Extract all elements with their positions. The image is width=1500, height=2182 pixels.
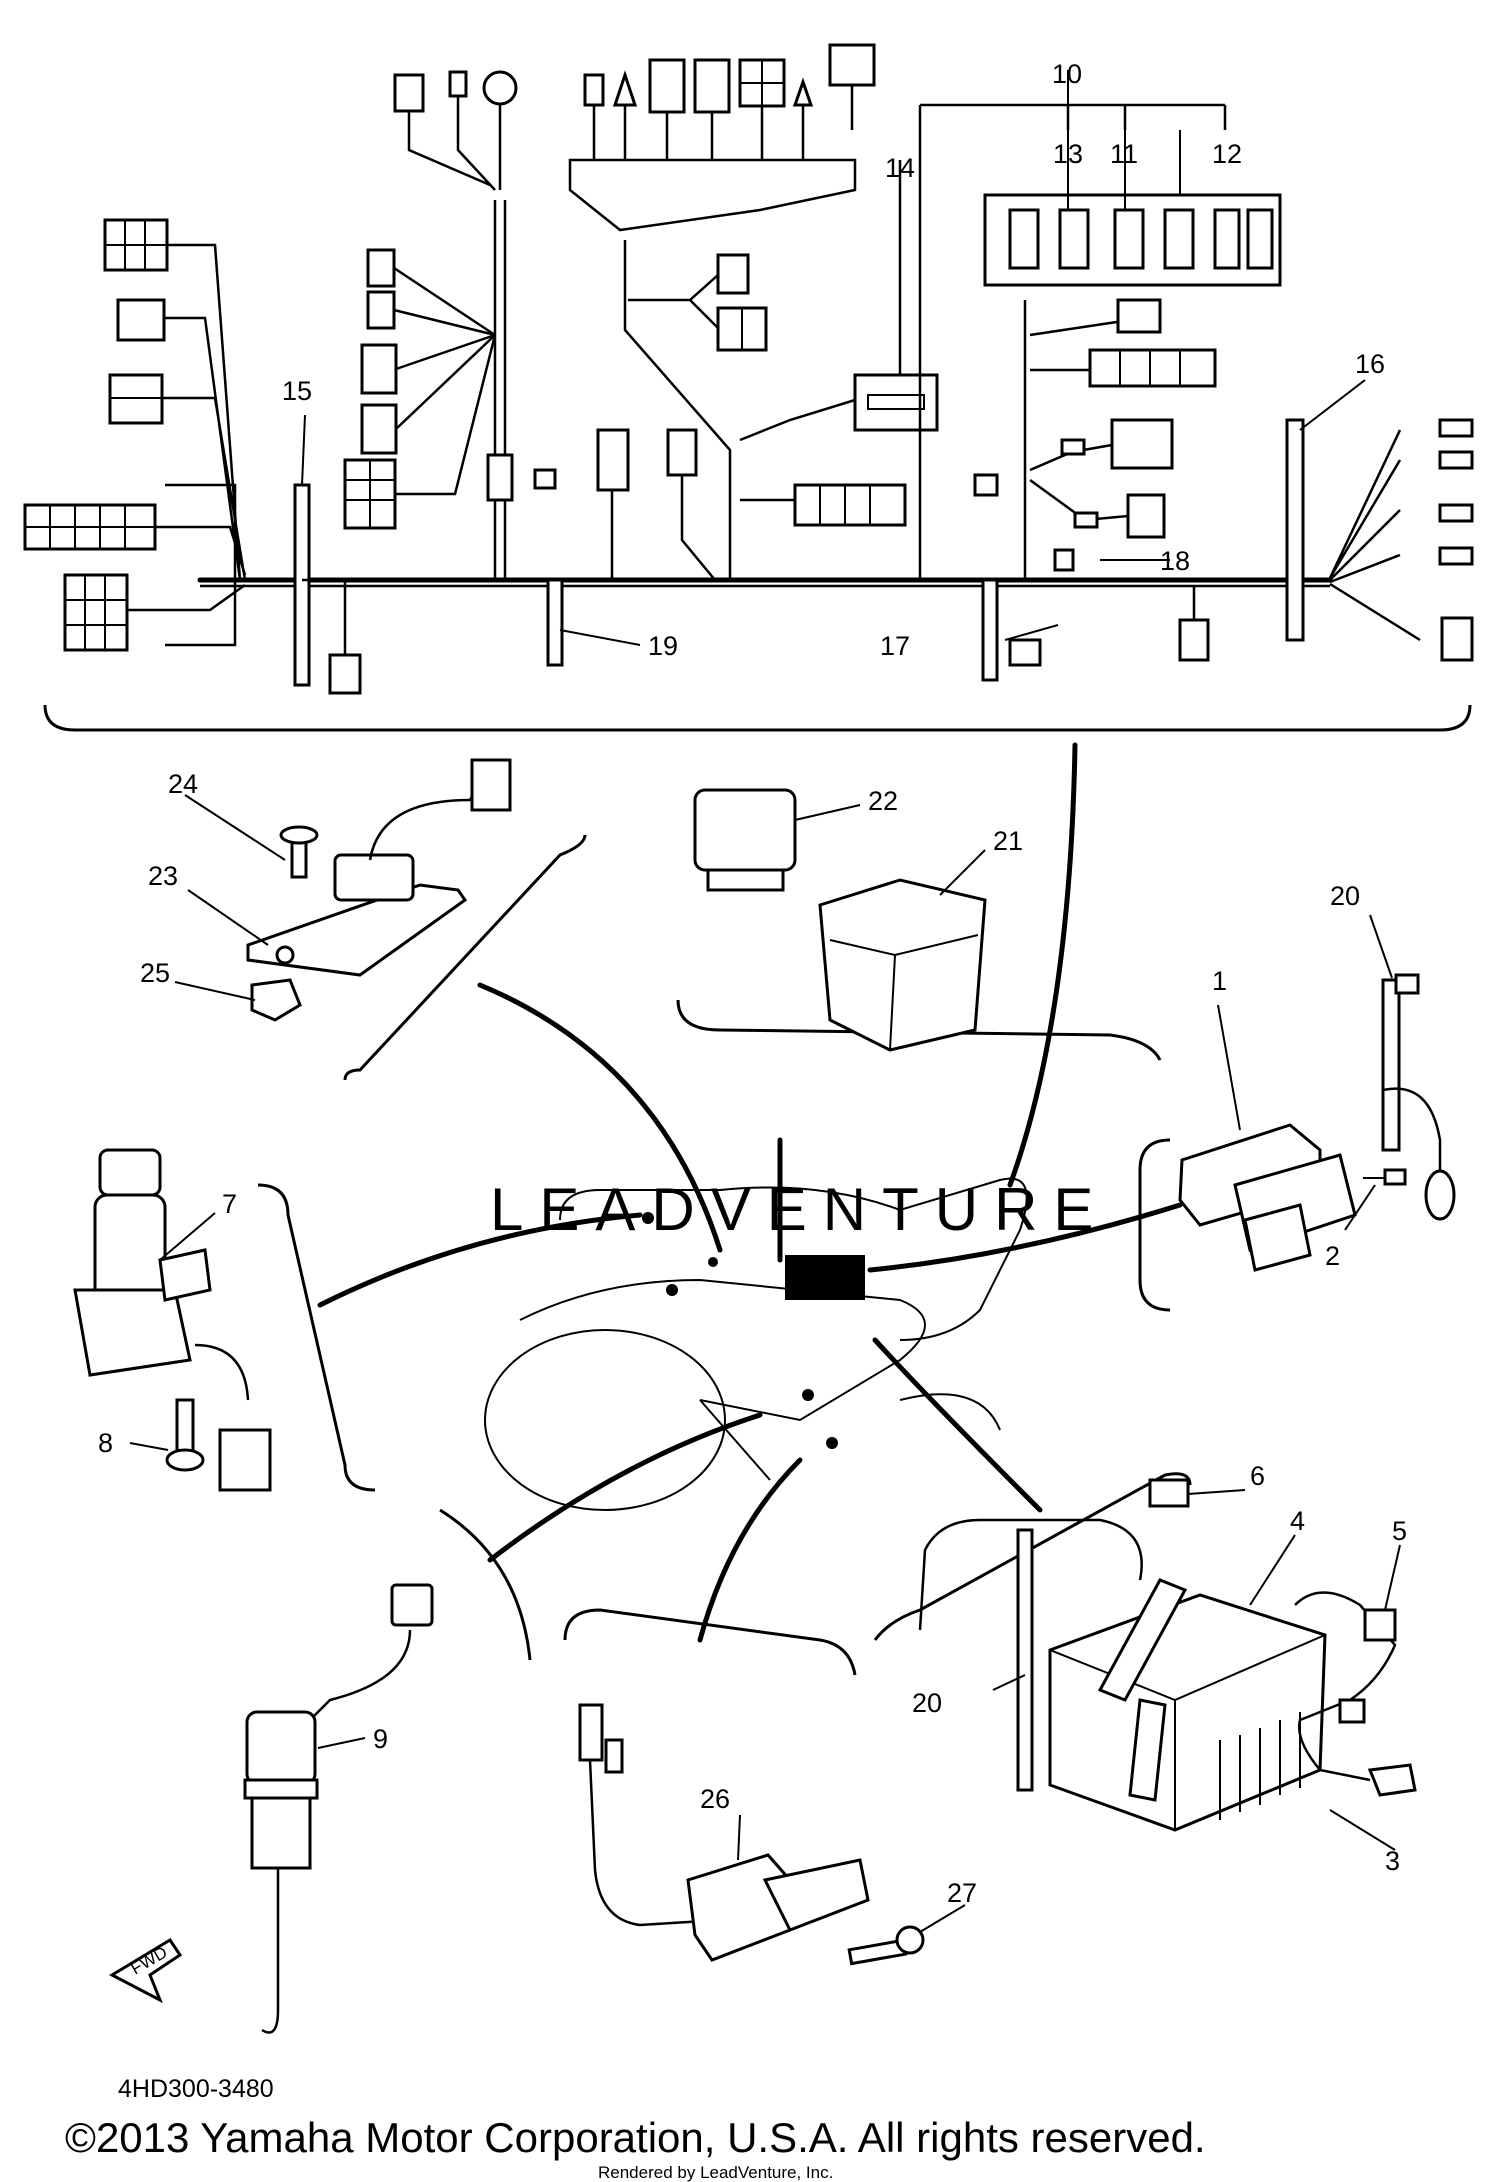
callout-2: 2 — [1325, 1241, 1340, 1271]
sub-brackets — [257, 834, 1192, 1676]
callout-14: 14 — [885, 153, 915, 183]
leader-lines — [317, 742, 1183, 1643]
callout-20-top: 20 — [1330, 881, 1360, 911]
flasher-21 — [818, 878, 987, 1052]
sensor-bracket-23 — [246, 758, 512, 977]
callout-12: 12 — [1212, 139, 1242, 169]
wire-band-20b — [1016, 1528, 1034, 1792]
nut-25 — [250, 978, 302, 1022]
battery-lead-5 — [1294, 1591, 1417, 1797]
callout-26: 26 — [700, 1784, 730, 1814]
wire-band-20a — [1381, 973, 1456, 1221]
callout-6: 6 — [1250, 1461, 1265, 1491]
switch-9: FWD — [108, 1583, 434, 2034]
screw-24 — [279, 825, 319, 879]
callout-8: 8 — [98, 1428, 113, 1458]
callouts: 1 2 3 4 5 6 7 8 9 10 11 12 13 14 15 16 1… — [98, 59, 1407, 1908]
bolt-8 — [165, 1398, 205, 1472]
callout-10: 10 — [1052, 59, 1082, 89]
watermark: LEADVENTURE — [490, 1176, 1109, 1243]
callout-24: 24 — [168, 769, 198, 799]
callout-16: 16 — [1355, 349, 1385, 379]
harness-brace — [43, 704, 1472, 732]
callout-17: 17 — [880, 631, 910, 661]
ignition-switch-7 — [73, 1148, 212, 1377]
sensor-26 — [578, 1703, 870, 1962]
callout-11: 11 — [1110, 139, 1138, 169]
callout-5: 5 — [1392, 1516, 1407, 1546]
diagram-code: 4HD300-3480 — [118, 2075, 274, 2103]
callout-20-bottom: 20 — [912, 1688, 942, 1718]
callout-leaders — [129, 70, 1401, 1933]
callout-13: 13 — [1053, 139, 1083, 169]
rendered-by: Rendered by LeadVenture, Inc. — [598, 2163, 833, 2182]
battery-3 — [1048, 1578, 1327, 1832]
callout-27: 27 — [947, 1878, 977, 1908]
callout-7: 7 — [222, 1189, 237, 1219]
callout-23: 23 — [148, 861, 178, 891]
connector-7b — [194, 1343, 272, 1492]
callout-9: 9 — [373, 1724, 388, 1754]
callout-18: 18 — [1160, 546, 1190, 576]
copyright-notice: ©2013 Yamaha Motor Corporation, U.S.A. A… — [65, 2114, 1206, 2161]
callout-15: 15 — [282, 376, 312, 406]
bolt-27 — [847, 1925, 925, 1966]
screw-2 — [1363, 1168, 1407, 1186]
callout-1: 1 — [1212, 966, 1227, 996]
callout-4: 4 — [1290, 1506, 1305, 1536]
callout-21: 21 — [993, 826, 1023, 856]
callout-22: 22 — [868, 786, 898, 816]
callout-25: 25 — [140, 958, 170, 988]
battery-lead-6 — [918, 1478, 1190, 1631]
main-harness — [23, 43, 1474, 695]
motorcycle-outline — [484, 1177, 1028, 1511]
callout-19: 19 — [648, 631, 678, 661]
relay-22 — [693, 788, 797, 892]
callout-3: 3 — [1385, 1846, 1400, 1876]
starter-relay-1 — [1178, 1123, 1357, 1272]
